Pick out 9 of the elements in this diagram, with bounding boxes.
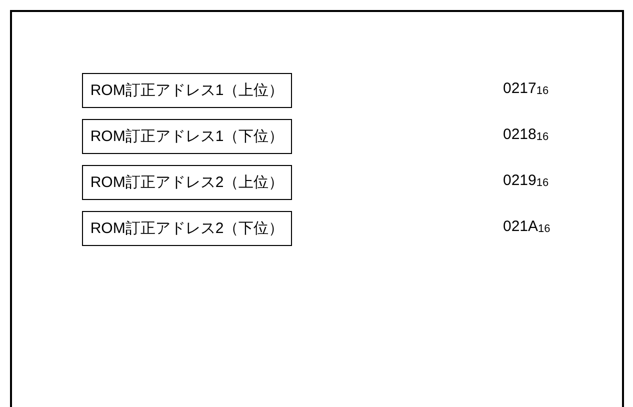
address-label: 0218$_{16}$ xyxy=(503,126,549,143)
address-label: 0219$_{16}$ xyxy=(503,172,549,189)
address-label: 021A$_{16}$ xyxy=(503,218,550,235)
register-box: ROM訂正アドレス1（上位） xyxy=(82,73,292,108)
address-label: 0217$_{16}$ xyxy=(503,80,549,97)
register-box: ROM訂正アドレス1（下位） xyxy=(82,119,292,154)
memory-frame xyxy=(10,10,624,407)
register-box: ROM訂正アドレス2（下位） xyxy=(82,211,292,246)
register-box: ROM訂正アドレス2（上位） xyxy=(82,165,292,200)
